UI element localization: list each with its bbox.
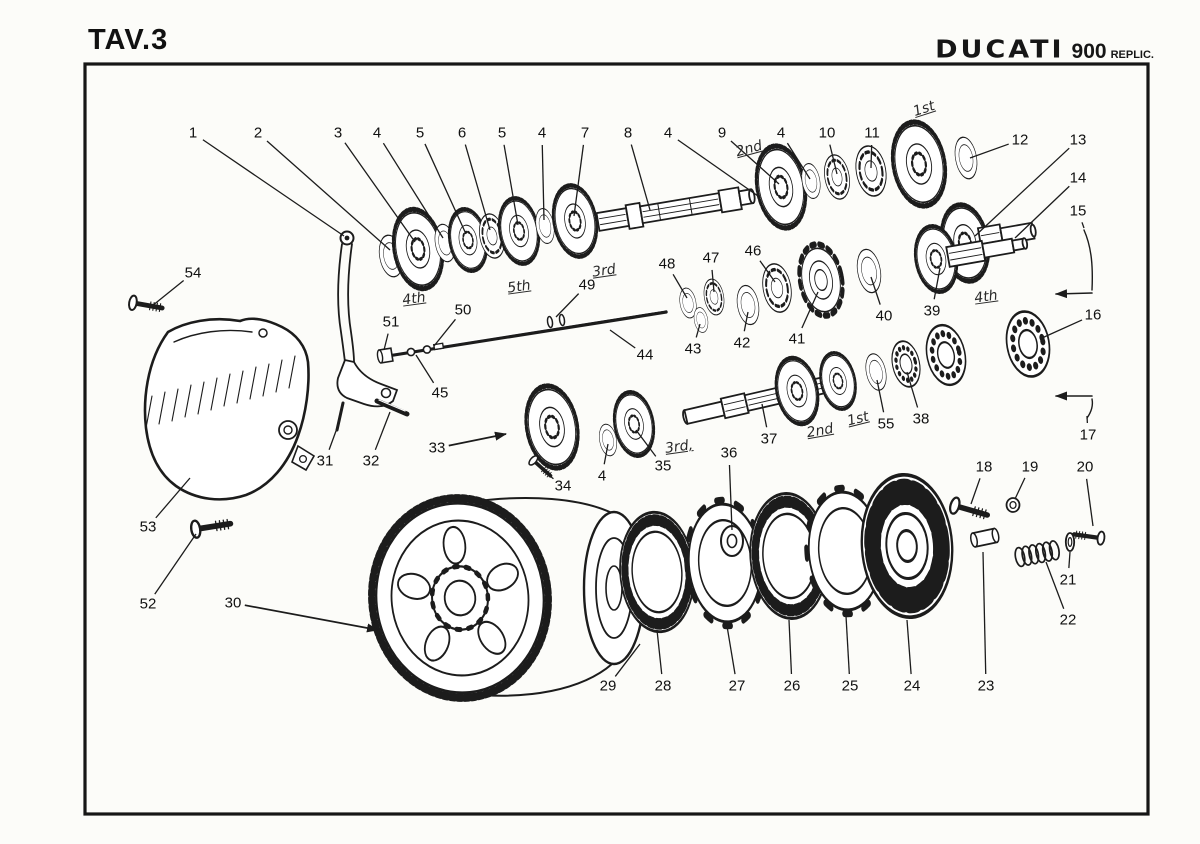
mainshaft-gear-train — [375, 118, 981, 293]
clutch-spring-22 — [1014, 540, 1060, 568]
clutch-basket — [362, 489, 558, 706]
clutch-fasteners — [948, 497, 1105, 568]
bolt-20 — [1073, 528, 1105, 545]
side-cover — [143, 317, 316, 501]
clutch-assembly — [362, 472, 957, 707]
brand-logo: DUCATI — [935, 35, 1065, 64]
callout-bracket-17 — [1055, 391, 1094, 419]
leader-lines — [151, 139, 1094, 677]
ball-bearing-16 — [1002, 308, 1055, 380]
brand-model: 900 — [1071, 40, 1107, 63]
brand-suffix: REPLIC. — [1110, 49, 1154, 61]
output-shaft-row — [677, 223, 1029, 334]
brand-block: DUCATI 900 REPLIC. — [935, 34, 1154, 65]
page-title: TAV.3 — [88, 24, 169, 56]
bolt-18 — [948, 497, 989, 523]
diagram-border — [83, 62, 1150, 816]
cover-hatching — [145, 355, 296, 429]
gear-selector-lever — [335, 230, 410, 432]
spacer-23 — [969, 527, 1000, 548]
callout-bracket-15 — [1055, 229, 1093, 299]
layshaft-gear-train — [520, 321, 971, 482]
cover-screw-54 — [128, 295, 163, 315]
drawing — [128, 118, 1105, 707]
clutch-pushrod-cap — [720, 525, 744, 557]
selector-rod — [376, 309, 668, 364]
clutch-pressure-plate — [857, 472, 957, 621]
cover-screw-52 — [190, 515, 232, 538]
mainshaft — [595, 186, 756, 232]
